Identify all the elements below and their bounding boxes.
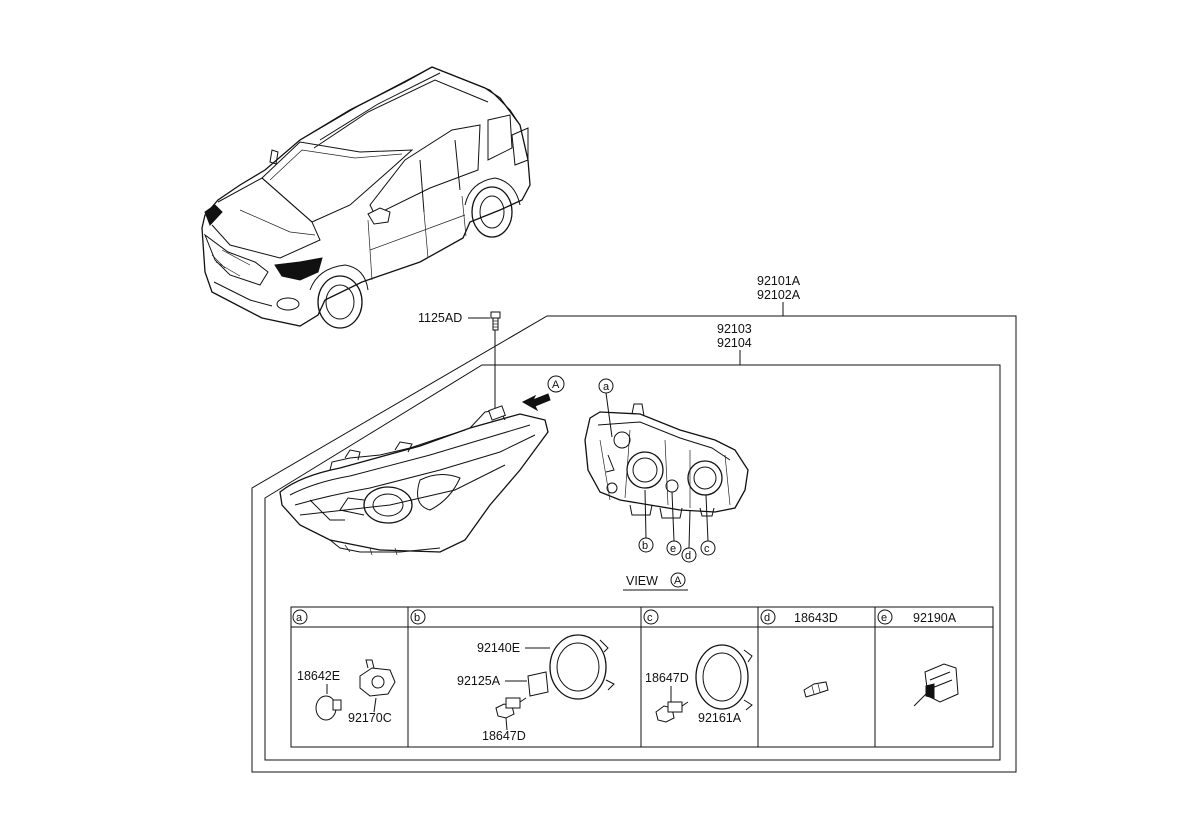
parts-table-column-dividers <box>407 607 876 747</box>
svg-text:b: b <box>414 612 420 624</box>
view-marker-circle <box>547 375 565 393</box>
ballast-connector-icon <box>913 663 959 707</box>
callout-a-leader <box>605 392 613 438</box>
table-header-a: a <box>292 609 308 625</box>
wedge-bulb-icon <box>803 681 829 698</box>
dust-cap-ring-icon <box>549 634 615 700</box>
table-header-b: b <box>410 609 426 625</box>
outer-part-number-2: 92102A <box>757 288 801 302</box>
svg-text:c: c <box>647 612 653 624</box>
view-caption: VIEW A <box>623 572 688 591</box>
view-caption-circle <box>670 572 686 588</box>
inner-assembly-frame <box>264 364 1001 761</box>
gasket-icon <box>527 671 549 697</box>
table-header-e: e 92190A <box>877 609 957 625</box>
table-cell-c: 18647D 92161A <box>645 644 753 725</box>
cell-c-bulb-part: 18647D <box>645 671 689 685</box>
svg-text:e: e <box>881 612 887 624</box>
socket-icon <box>359 659 396 697</box>
headlamp-assembly-drawing <box>279 405 549 556</box>
table-cell-d <box>803 681 829 698</box>
vehicle-illustration <box>201 66 531 329</box>
inner-assembly-group: 92103 92104 <box>264 322 1001 761</box>
bulb-icon <box>315 695 342 721</box>
table-header-d: d 18643D <box>760 609 838 625</box>
callout-e-leader <box>671 491 675 542</box>
screw-icon <box>490 311 501 331</box>
callout-e-letter: e <box>670 543 676 555</box>
table-header-e-part: 92190A <box>913 611 957 625</box>
svg-text:a: a <box>296 612 303 624</box>
cell-b-bulb-part: 18647D <box>482 729 526 743</box>
inner-part-number-2: 92104 <box>717 336 752 350</box>
view-direction-arrow-icon <box>521 393 551 412</box>
outer-part-number-1: 92101A <box>757 274 801 288</box>
view-caption-letter: A <box>674 575 682 587</box>
view-arrow-group: A <box>521 375 565 412</box>
callout-a-letter: a <box>603 381 610 393</box>
callout-d-leader <box>688 509 691 549</box>
headlamp-rear-view-drawing <box>584 403 749 519</box>
svg-text:d: d <box>764 612 770 624</box>
callout-c-leader <box>705 494 709 542</box>
view-caption-word: VIEW <box>626 574 658 588</box>
parts-table: a b c d 18643D e 92190A 18642E <box>290 606 994 748</box>
callout-d-letter: d <box>685 550 691 562</box>
table-header-d-part: 18643D <box>794 611 838 625</box>
halogen-bulb-icon <box>495 697 527 719</box>
table-cell-a: 18642E 92170C <box>297 659 396 725</box>
callout-b-leader <box>644 489 647 539</box>
screw-group: 1125AD <box>418 311 501 412</box>
cell-c-cap-part: 92161A <box>698 711 742 725</box>
outer-assembly-group: 92101A 92102A <box>251 274 1017 773</box>
dust-cap-ring-icon <box>695 644 753 711</box>
inner-part-number-1: 92103 <box>717 322 752 336</box>
table-cell-b: 92140E 92125A 18647D <box>457 634 615 743</box>
cell-b-cap-part: 92140E <box>477 641 520 655</box>
halogen-bulb-icon <box>655 701 689 723</box>
callout-c-letter: c <box>704 543 710 555</box>
cell-a-bulb-part: 18642E <box>297 669 340 683</box>
outer-assembly-frame <box>251 315 1017 773</box>
parts-table-border <box>290 606 994 748</box>
cell-a-socket-part: 92170C <box>348 711 392 725</box>
view-callouts: a b e d c <box>598 378 716 563</box>
callout-b-letter: b <box>642 540 648 552</box>
cell-b-gasket-part: 92125A <box>457 674 501 688</box>
table-header-c: c <box>643 609 659 625</box>
view-marker-letter: A <box>552 379 560 391</box>
table-cell-e <box>913 663 959 707</box>
screw-part-number: 1125AD <box>418 311 462 325</box>
